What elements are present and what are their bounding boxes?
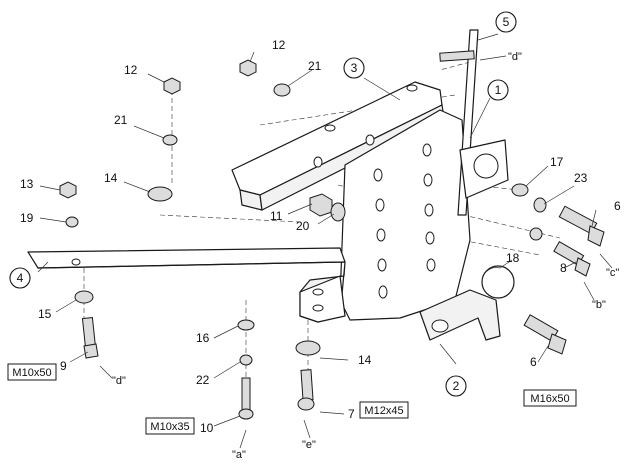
label-22: 22 [196,373,210,387]
callout-4: 4 [9,267,31,289]
label-13: 13 [20,177,34,191]
label-21-left: 21 [114,113,128,127]
label-20: 20 [296,219,310,233]
side-bar-part-4 [27,247,346,323]
label-23: 23 [574,171,588,185]
label-11: 11 [270,209,283,223]
label-9: 9 [60,359,67,373]
label-18: 18 [506,251,520,265]
label-10: 10 [200,421,214,435]
tag-b: "b" [592,299,606,311]
reference-tags: "d" "d" "a" "e" "c" "b" [112,51,619,461]
svg-text:3: 3 [351,61,358,75]
part-numbers: 12 12 21 21 13 14 19 15 9 11 20 16 14 22… [20,38,621,435]
leader-lines [37,33,613,449]
svg-text:2: 2 [453,379,460,393]
label-8: 8 [560,261,567,275]
svg-text:M12x45: M12x45 [364,405,403,417]
spec-m16x50: M16x50 [523,389,577,407]
tag-d-bottom: "d" [112,375,126,387]
label-19: 19 [20,211,34,225]
tow-ball-part-2 [419,265,515,341]
svg-text:1: 1 [495,83,502,97]
svg-text:M10x35: M10x35 [150,421,189,433]
label-17: 17 [550,155,564,169]
label-21-top: 21 [308,59,322,73]
callout-5: 5 [495,11,517,33]
label-14-right: 14 [358,353,372,367]
tag-c: "c" [606,267,619,279]
svg-text:4: 4 [17,271,24,285]
spec-m12x45: M12x45 [359,401,409,419]
label-14-left: 14 [104,171,118,185]
svg-text:5: 5 [503,15,510,29]
spec-m10x50: M10x50 [7,363,57,381]
callout-3: 3 [343,57,365,79]
callout-2: 2 [445,375,467,397]
hardware [59,50,605,420]
tag-a: "a" [232,449,246,461]
callout-1: 1 [487,79,509,101]
assembly-axes [83,61,561,395]
socket-bracket-part-1 [459,139,509,199]
side-plate [339,109,471,321]
label-12-left: 12 [124,63,138,77]
svg-text:M10x50: M10x50 [12,367,51,379]
tag-e: "e" [302,439,316,451]
tag-d-top: "d" [508,51,522,63]
label-6-top: 6 [614,199,621,213]
label-6-bottom: 6 [530,355,537,369]
label-7: 7 [348,407,355,421]
label-16: 16 [196,331,210,345]
spec-m10x35: M10x35 [145,417,195,435]
svg-text:M16x50: M16x50 [530,393,569,405]
label-12-top: 12 [272,38,286,52]
label-15: 15 [38,307,52,321]
